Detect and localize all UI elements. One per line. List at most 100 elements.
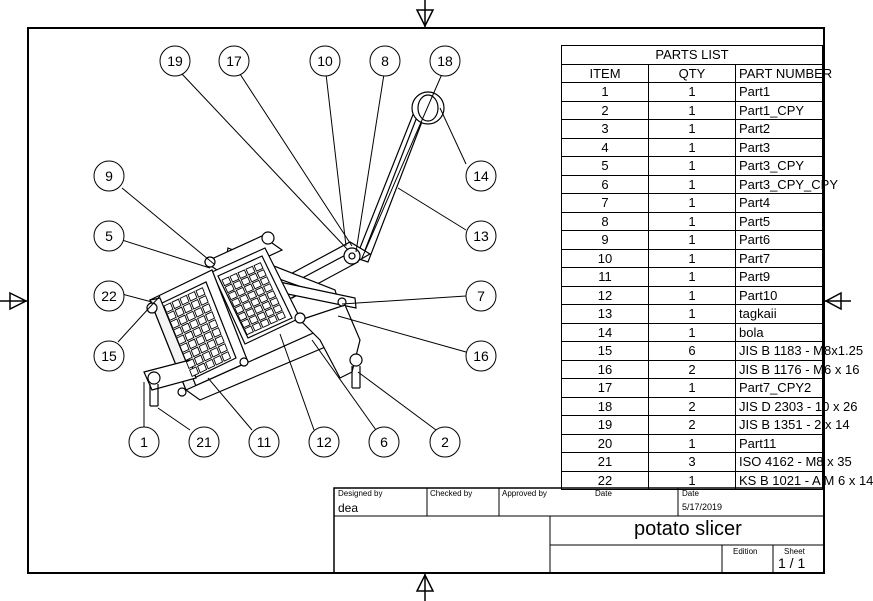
cell-qty: 1 (648, 193, 736, 213)
svg-text:22: 22 (101, 288, 117, 304)
cell-qty: 3 (648, 452, 736, 472)
svg-text:12: 12 (316, 434, 332, 450)
cell-part: Part1 (735, 82, 823, 102)
svg-text:9: 9 (105, 168, 113, 184)
cell-item: 14 (561, 322, 649, 342)
cell-qty: 1 (648, 322, 736, 342)
centering-marks (0, 0, 851, 601)
cell-part: Part10 (735, 285, 823, 305)
cell-qty: 1 (648, 267, 736, 287)
sheet-value: 1 / 1 (778, 555, 806, 571)
svg-text:2: 2 (441, 434, 449, 450)
svg-text:11: 11 (257, 434, 272, 450)
cell-part: Part3 (735, 137, 823, 157)
cell-item: 20 (561, 433, 649, 453)
cell-item: 19 (561, 415, 649, 435)
col-header-part-number: PART NUMBER (735, 63, 832, 83)
cell-part: bola (735, 322, 823, 342)
cell-part: JIS B 1176 - M6 x 16 (735, 359, 859, 379)
balloon-17: 17 (218, 45, 250, 77)
cell-part: ISO 4162 - M8 x 35 (735, 452, 852, 472)
title-block (333, 487, 825, 574)
cell-item: 8 (561, 211, 649, 231)
cell-part: KS B 1021 - A M 6 x 14 (735, 470, 873, 490)
designed-by-value: dea (338, 501, 359, 515)
balloon-10: 10 (309, 45, 341, 77)
balloon-12: 12 (308, 426, 340, 458)
approved-by-label: Approved by (502, 489, 547, 498)
cell-qty: 1 (648, 304, 736, 324)
svg-text:7: 7 (477, 288, 485, 304)
svg-text:8: 8 (381, 53, 389, 69)
cell-item: 6 (561, 174, 649, 194)
cell-part: Part7 (735, 248, 823, 268)
leader-lines (117, 73, 467, 431)
cell-qty: 1 (648, 433, 736, 453)
balloon-19: 19 (159, 45, 191, 77)
cell-qty: 1 (648, 137, 736, 157)
cell-qty: 1 (648, 100, 736, 120)
cell-item: 10 (561, 248, 649, 268)
drawing-title: potato slicer (634, 518, 742, 540)
cell-item: 5 (561, 156, 649, 176)
edition-label: Edition (733, 547, 758, 556)
balloon-1: 1 (128, 426, 160, 458)
checked-by-label: Checked by (430, 489, 473, 498)
svg-text:18: 18 (437, 53, 453, 69)
balloon-13: 13 (465, 220, 497, 252)
svg-text:14: 14 (473, 168, 489, 184)
cell-qty: 1 (648, 119, 736, 139)
parts-list-title: PARTS LIST (561, 45, 823, 65)
date-label: Date (682, 489, 699, 498)
cell-part: JIS D 2303 - 10 x 26 (735, 396, 858, 416)
svg-text:19: 19 (167, 53, 183, 69)
blade-grid-rear (221, 262, 286, 336)
cell-item: 21 (561, 452, 649, 472)
balloon-21: 21 (188, 426, 220, 458)
cell-item: 9 (561, 230, 649, 250)
cell-qty: 1 (648, 248, 736, 268)
cell-item: 16 (561, 359, 649, 379)
cell-part: Part9 (735, 267, 823, 287)
balloon-22: 22 (93, 280, 125, 312)
svg-text:21: 21 (196, 434, 212, 450)
svg-text:10: 10 (317, 53, 333, 69)
cell-part: JIS B 1183 - M8x1.25 (735, 341, 863, 361)
cell-qty: 1 (648, 285, 736, 305)
cell-qty: 1 (648, 470, 736, 490)
cell-part: tagkaii (735, 304, 823, 324)
designed-by-label: Designed by (338, 489, 383, 498)
svg-text:6: 6 (380, 434, 388, 450)
technical-drawing: 19 17 10 8 18 14 9 13 5 22 7 15 16 1 21 … (0, 0, 851, 601)
cell-part: Part1_CPY (735, 100, 823, 120)
cell-qty: 1 (648, 174, 736, 194)
col-header-qty: QTY (648, 63, 736, 83)
cell-item: 13 (561, 304, 649, 324)
cell-qty: 1 (648, 211, 736, 231)
balloon-8: 8 (369, 45, 401, 77)
cell-part: Part11 (735, 433, 823, 453)
cell-item: 17 (561, 378, 649, 398)
cell-part: Part5 (735, 211, 823, 231)
balloon-2: 2 (429, 426, 461, 458)
balloon-18: 18 (429, 45, 461, 77)
svg-text:13: 13 (473, 228, 489, 244)
cell-qty: 2 (648, 396, 736, 416)
